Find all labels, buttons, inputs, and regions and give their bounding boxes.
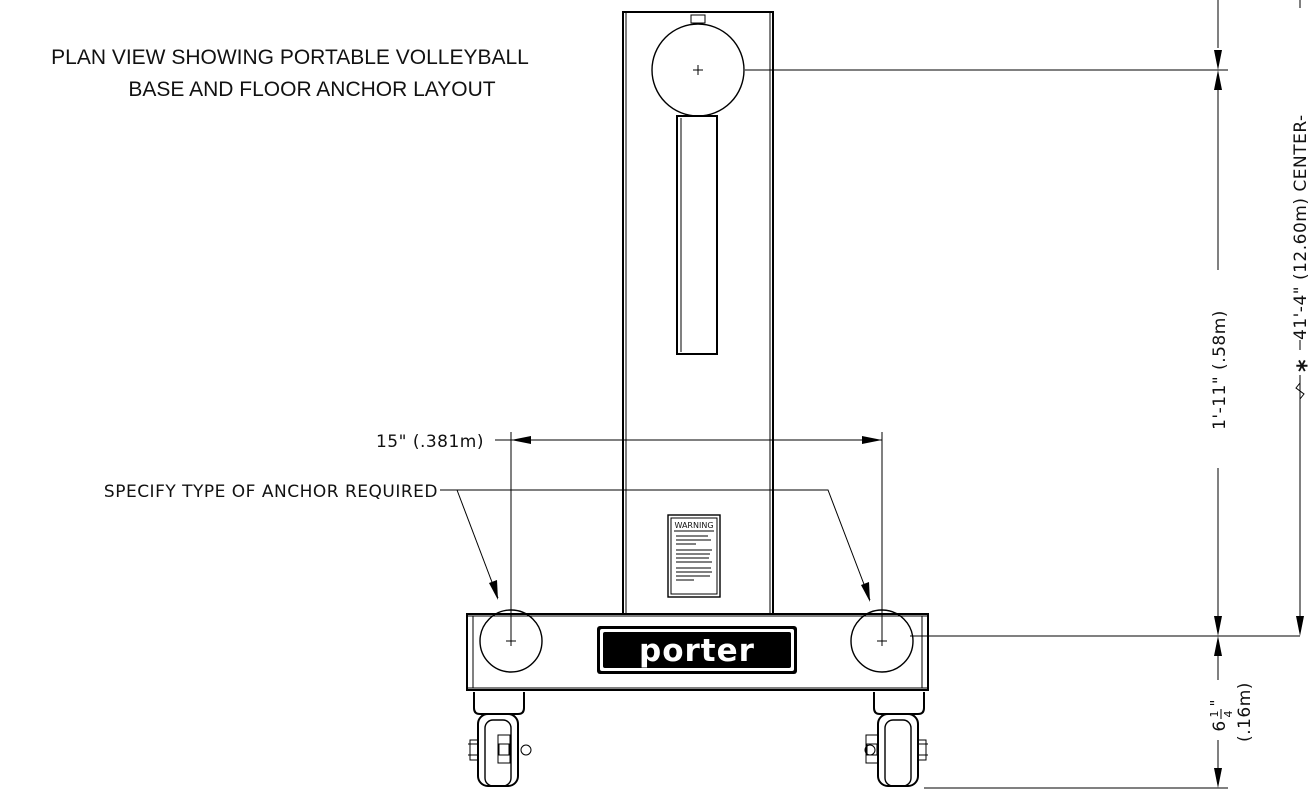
base-offset-inch-mark: " xyxy=(1207,700,1225,707)
base-offset-whole: 6 xyxy=(1210,720,1230,731)
anchor-spacing-label: 15" (.381m) xyxy=(376,432,484,452)
porter-logo-text: porter xyxy=(639,633,755,669)
post-to-anchor-dimension xyxy=(1214,0,1222,788)
center-dimension-label: 41'-4" (12.60m) CENTER- xyxy=(1291,114,1311,340)
center-dimension-asterisk: * xyxy=(1292,359,1311,372)
base-offset-fraction-den: 4 xyxy=(1222,711,1235,718)
anchor-note-leader xyxy=(440,489,871,602)
porter-logo: porter xyxy=(597,626,797,674)
base-frame xyxy=(466,609,929,691)
warning-label: WARNING xyxy=(667,514,721,598)
center-dimension xyxy=(1295,0,1305,636)
base-offset-metric: (.16m) xyxy=(1235,682,1255,742)
drawing-title-line-2: BASE AND FLOOR ANCHOR LAYOUT xyxy=(128,78,495,101)
anchor-spacing-dimension xyxy=(495,432,883,641)
drawing-title-line-1: PLAN VIEW SHOWING PORTABLE VOLLEYBALL xyxy=(51,46,529,69)
left-caster xyxy=(468,692,532,787)
anchor-note: SPECIFY TYPE OF ANCHOR REQUIRED xyxy=(104,482,438,502)
warning-label-heading: WARNING xyxy=(674,521,713,530)
post-to-anchor-label: 1'-11" (.58m) xyxy=(1210,310,1230,430)
extension-lines xyxy=(745,69,1300,789)
base-offset-dimension: 6 1 4 " (.16m) xyxy=(1207,682,1255,742)
base-offset-fraction-num: 1 xyxy=(1208,711,1221,718)
right-caster xyxy=(864,692,928,787)
